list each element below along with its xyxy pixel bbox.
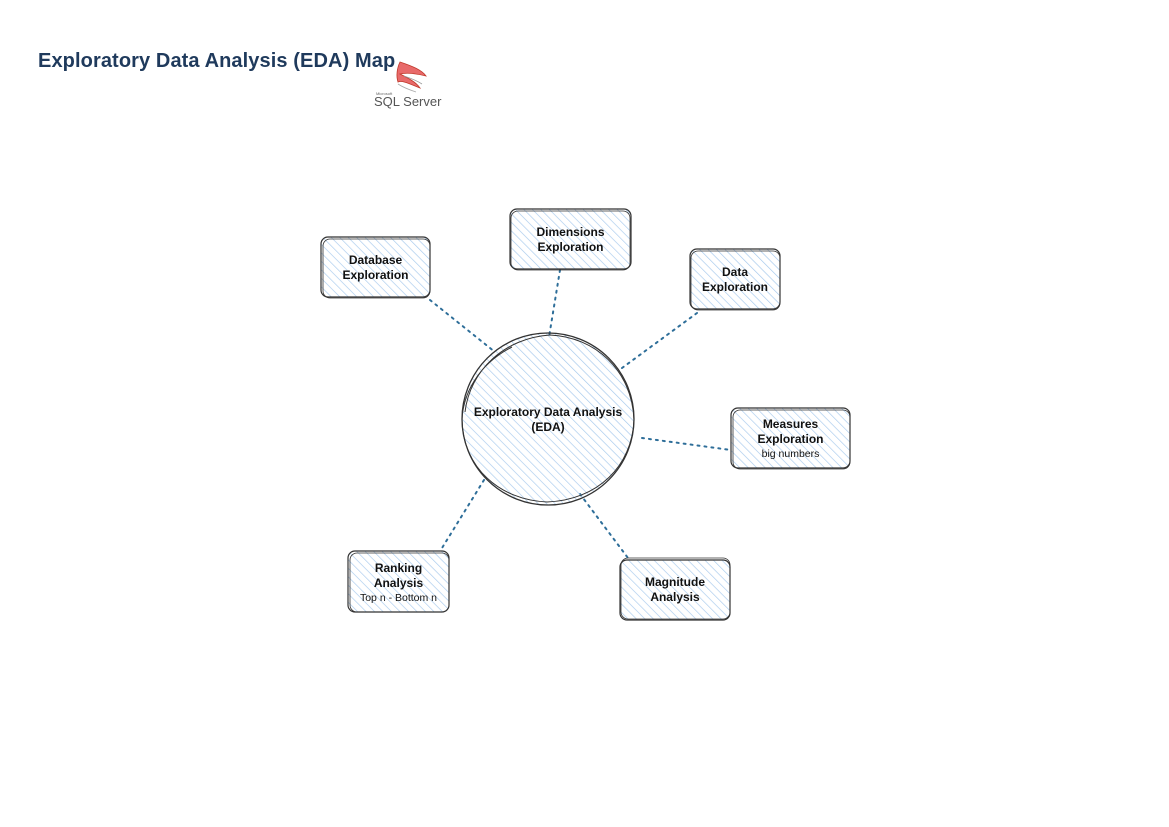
- connector-ranking: [441, 479, 485, 549]
- database-line1: Database: [348, 253, 403, 267]
- magnitude-analysis-label: Magnitude Analysis: [620, 559, 730, 621]
- connector-dimensions: [548, 269, 561, 338]
- eda-center-line1: Exploratory Data Analysis: [473, 405, 623, 419]
- connector-magnitude: [579, 493, 629, 559]
- connector-database: [429, 299, 496, 353]
- logo-sql-server-text: SQL Server: [374, 94, 442, 109]
- eda-center-label: Exploratory Data Analysis (EDA): [463, 400, 633, 440]
- database-line2: Exploration: [342, 268, 409, 282]
- dimensions-exploration-label: Dimensions Exploration: [510, 209, 631, 271]
- measures-line1: Measures: [762, 417, 819, 431]
- magnitude-line2: Analysis: [650, 590, 700, 604]
- ranking-analysis-node: [347, 550, 450, 613]
- measures-exploration-label: Measures Exploration big numbers: [731, 408, 850, 470]
- measures-line2: Exploration: [757, 432, 824, 446]
- data-exploration-label: Data Exploration: [690, 249, 780, 311]
- measures-exploration-node: [730, 407, 851, 470]
- data-line1: Data: [721, 265, 748, 279]
- dimensions-exploration-node: [509, 208, 632, 271]
- magnitude-line1: Magnitude: [645, 575, 705, 589]
- eda-center-node: [461, 332, 635, 506]
- ranking-analysis-label: Ranking Analysis Top n - Bottom n: [348, 552, 449, 614]
- measures-subtext: big numbers: [761, 448, 820, 460]
- dimensions-line1: Dimensions: [536, 225, 605, 239]
- data-line2: Exploration: [701, 280, 768, 294]
- ranking-subtext: Top n - Bottom n: [359, 592, 438, 604]
- dimensions-line2: Exploration: [537, 240, 604, 254]
- connector-data: [621, 312, 698, 369]
- page-title: Exploratory Data Analysis (EDA) Map: [38, 50, 396, 72]
- sql-server-logo: Microsoft SQL Server: [370, 58, 442, 112]
- eda-center-line2: (EDA): [531, 420, 565, 434]
- magnitude-analysis-node: [619, 557, 731, 621]
- data-exploration-node: [689, 248, 781, 311]
- logo-microsoft-text: Microsoft: [376, 91, 393, 96]
- sql-server-icon: [396, 61, 427, 93]
- ranking-line2: Analysis: [373, 576, 424, 590]
- database-exploration-label: Database Exploration: [321, 237, 430, 299]
- connector-measures: [641, 437, 732, 451]
- database-exploration-node: [320, 236, 431, 299]
- ranking-line1: Ranking: [374, 561, 423, 575]
